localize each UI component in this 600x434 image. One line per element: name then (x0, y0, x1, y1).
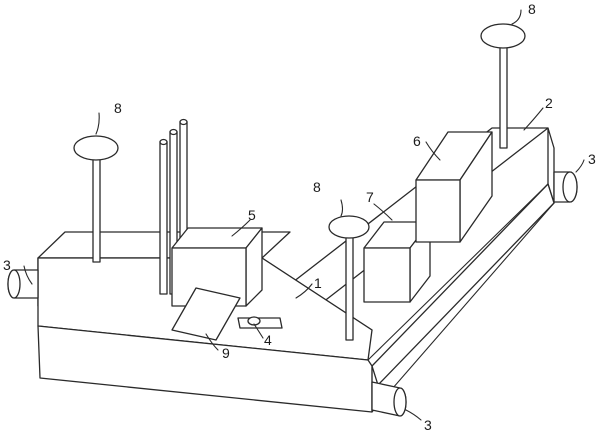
label-9: 9 (222, 345, 230, 361)
label-4: 4 (264, 332, 272, 348)
pipe-right (553, 171, 578, 203)
box-7 (363, 221, 431, 303)
label-5: 5 (248, 207, 256, 223)
labels: 1 2 3 3 3 4 5 6 7 8 8 8 9 (3, 1, 596, 433)
label-8-middle: 8 (313, 179, 321, 195)
label-8-left: 8 (114, 100, 122, 116)
lamp-middle (328, 215, 370, 341)
panel-9 (171, 287, 241, 341)
lamp-left (73, 135, 119, 263)
label-3-right: 3 (588, 151, 596, 167)
pipe-front (371, 381, 407, 417)
label-3-left: 3 (3, 257, 11, 273)
label-7: 7 (366, 189, 374, 205)
label-1: 1 (314, 275, 322, 291)
pipe-left (7, 269, 39, 299)
label-3-front: 3 (424, 417, 432, 433)
label-6: 6 (413, 133, 421, 149)
box-5 (171, 227, 263, 307)
nozzle-4 (237, 316, 283, 329)
leader-lines (23, 9, 585, 421)
label-8-right: 8 (528, 1, 536, 17)
box-6 (415, 131, 493, 243)
label-2: 2 (545, 95, 553, 111)
lamp-right (480, 23, 526, 149)
rods (159, 118, 188, 295)
